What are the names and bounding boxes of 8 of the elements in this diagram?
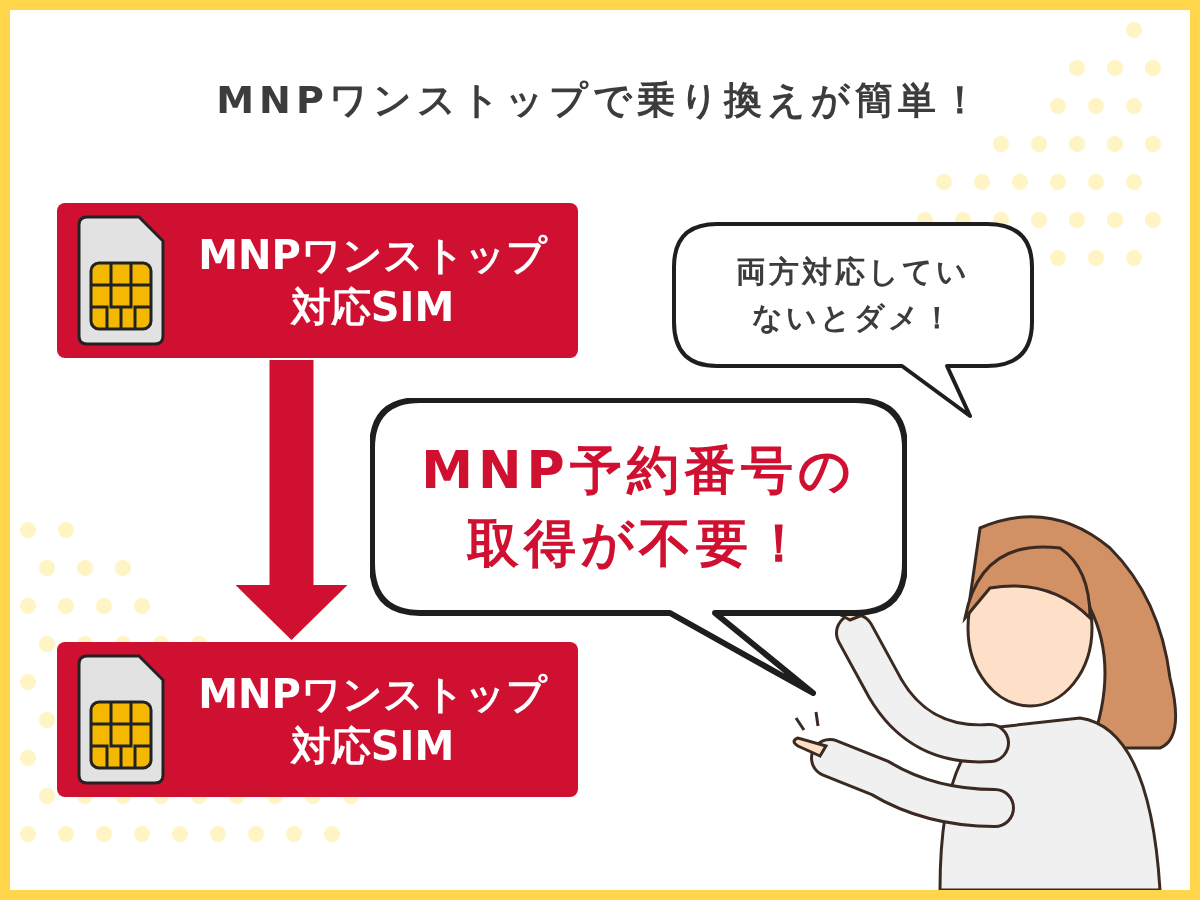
title: MNPワンストップで乗り換えが簡単！ [216, 78, 984, 124]
speech-text: 両方対応していないとダメ！ [735, 252, 971, 337]
sim-label-text: MNPワンストップ対応SIM [197, 669, 549, 771]
sim-label-text: MNPワンストップ対応SIM [197, 230, 549, 332]
sim-label-box [57, 203, 578, 358]
speech-text: MNP予約番号の取得が不要！ [420, 438, 857, 575]
down-arrow [235, 360, 348, 640]
sim-label-box [57, 642, 578, 797]
